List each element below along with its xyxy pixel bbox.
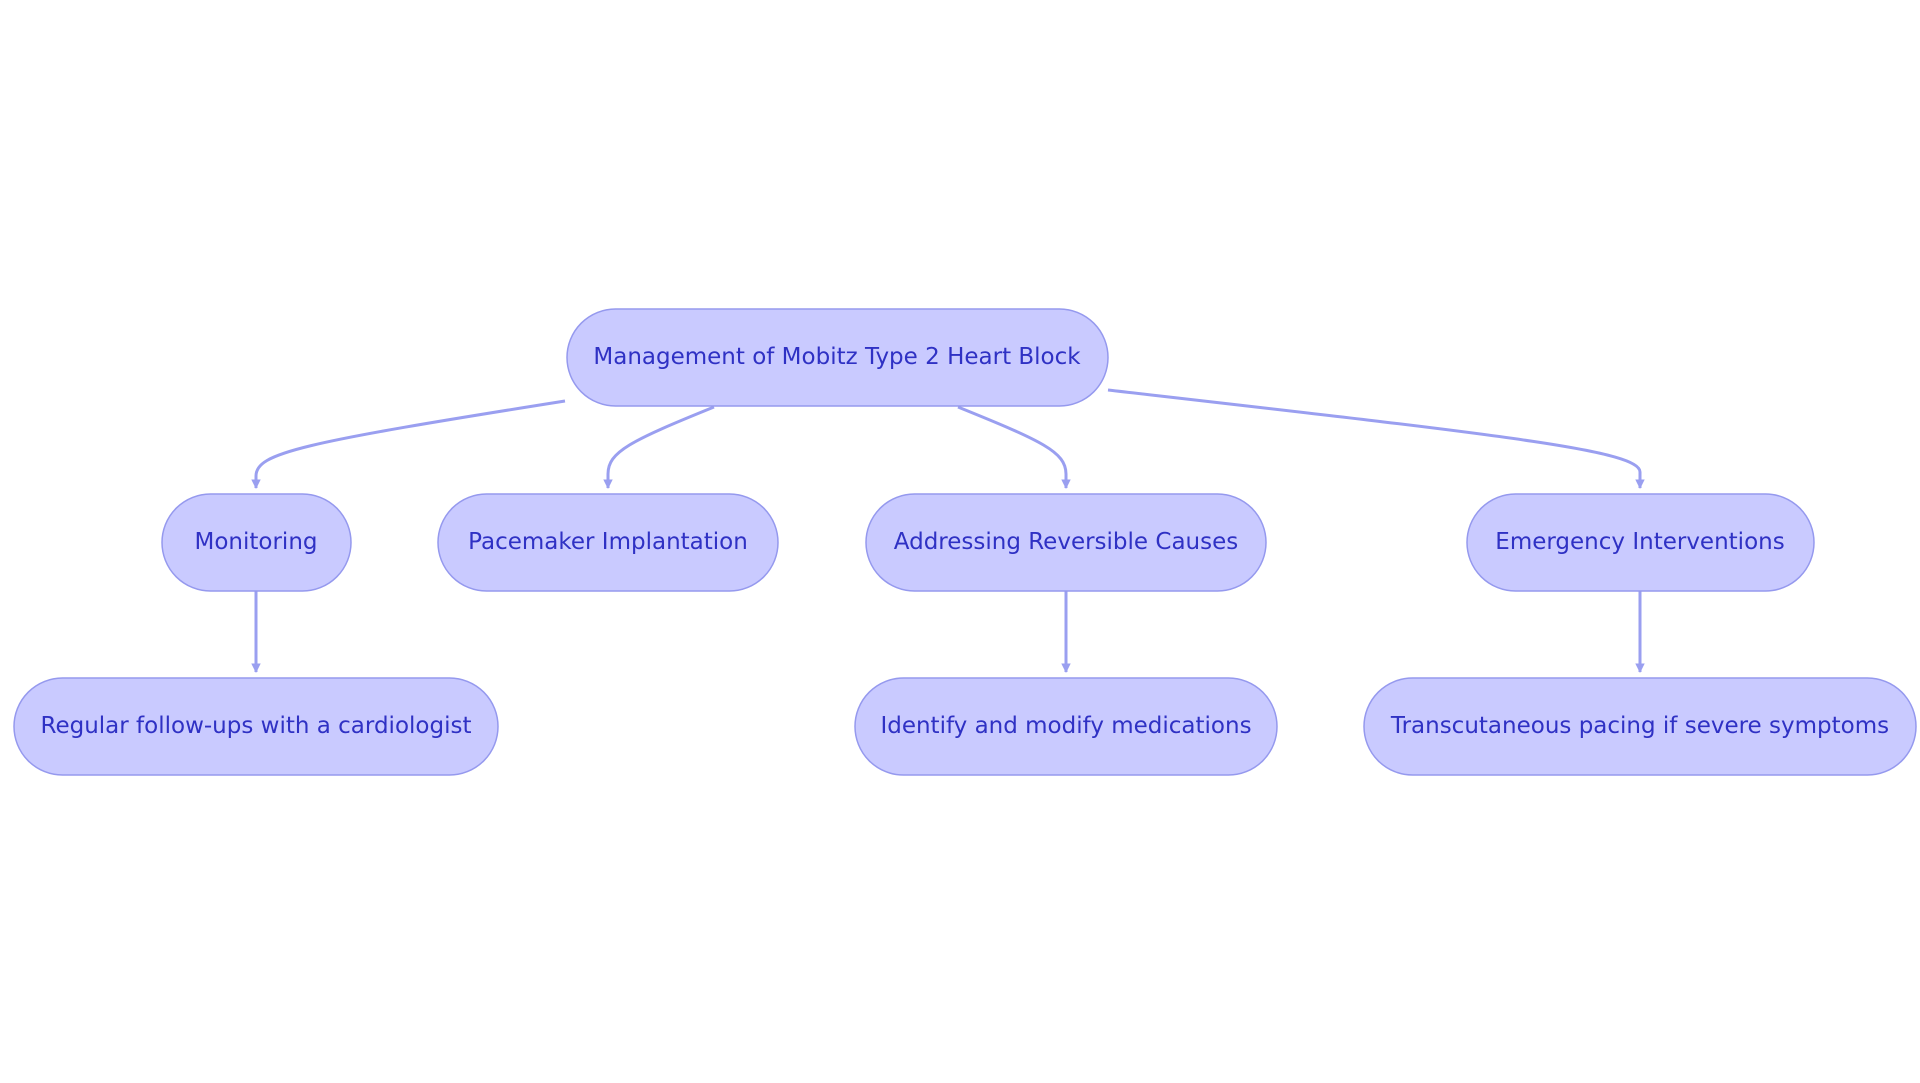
node-medications: Identify and modify medications: [854, 677, 1278, 776]
node-pacemaker: Pacemaker Implantation: [437, 493, 779, 592]
node-root: Management of Mobitz Type 2 Heart Block: [566, 308, 1109, 407]
edge-root-to-monitoring: [251, 399, 566, 489]
node-emergency: Emergency Interventions: [1466, 493, 1815, 592]
nodes: Management of Mobitz Type 2 Heart Block …: [13, 308, 1917, 776]
edge-root-to-reversible: [957, 405, 1071, 489]
node-pacing-label: Transcutaneous pacing if severe symptoms: [1390, 713, 1889, 739]
edge-root-to-pacemaker: [603, 405, 715, 489]
node-followups-label: Regular follow-ups with a cardiologist: [41, 713, 472, 739]
node-reversible-label: Addressing Reversible Causes: [894, 529, 1238, 555]
node-monitoring: Monitoring: [161, 493, 352, 592]
node-pacing: Transcutaneous pacing if severe symptoms: [1363, 677, 1917, 776]
edges: [251, 388, 1645, 673]
node-medications-label: Identify and modify medications: [880, 713, 1251, 739]
node-emergency-label: Emergency Interventions: [1495, 529, 1784, 555]
edge-root-to-emergency: [1107, 388, 1645, 489]
node-pacemaker-label: Pacemaker Implantation: [468, 529, 748, 555]
node-monitoring-label: Monitoring: [195, 529, 318, 555]
node-followups: Regular follow-ups with a cardiologist: [13, 677, 499, 776]
node-root-label: Management of Mobitz Type 2 Heart Block: [593, 344, 1081, 370]
node-reversible: Addressing Reversible Causes: [865, 493, 1267, 592]
